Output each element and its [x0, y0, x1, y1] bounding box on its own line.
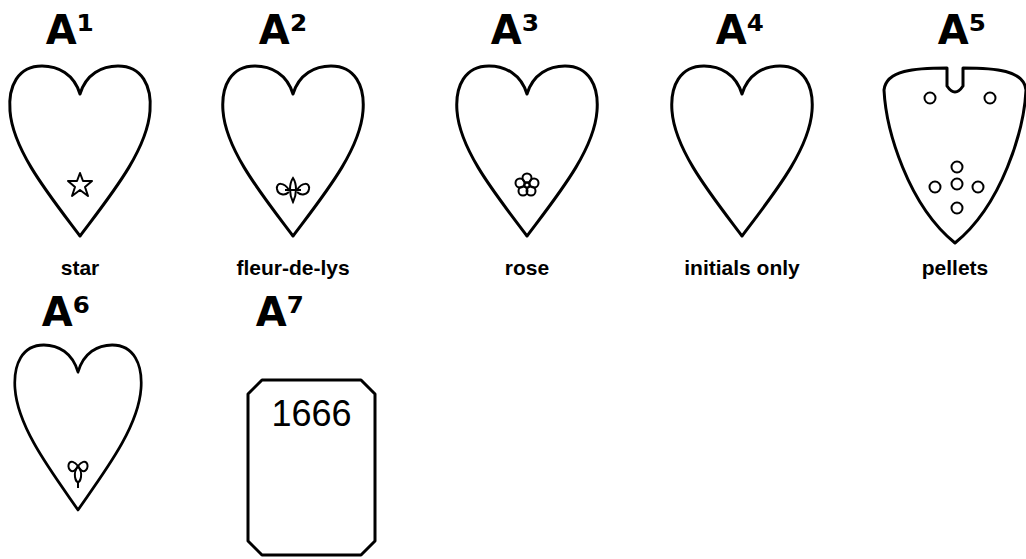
date-mark: A⁷ 1666: [240, 290, 384, 557]
star-symbol: [68, 173, 92, 196]
mark-caption: pellets: [922, 256, 989, 280]
octagon-outline: [248, 380, 375, 555]
mark-heading: A⁴: [716, 8, 764, 52]
heart-outline: [10, 66, 150, 236]
trefoil-symbol: [68, 462, 87, 488]
mark-heading: A⁵: [938, 8, 986, 52]
heart-outline: [672, 66, 812, 236]
mark-caption: star: [61, 256, 100, 280]
date-text: 1666: [271, 394, 351, 434]
fleur-de-lys-symbol: [277, 178, 309, 202]
mark-heading: A⁶: [42, 290, 90, 334]
mark-heading: A⁷: [256, 290, 304, 334]
mark-caption: initials only: [684, 256, 800, 280]
pellet-symbols: [925, 93, 996, 214]
heart-outline: [223, 66, 363, 236]
mark-caption: fleur-de-lys: [236, 256, 349, 280]
rose-symbol: [516, 174, 539, 196]
heart-outline: [884, 68, 1026, 243]
heart-outline: [457, 66, 597, 236]
mark-heading: A¹: [46, 8, 94, 52]
mark-heading: A³: [491, 8, 539, 52]
heart-outline: [15, 345, 141, 510]
mark-heading: A²: [259, 8, 307, 52]
mark-caption: rose: [505, 256, 549, 280]
